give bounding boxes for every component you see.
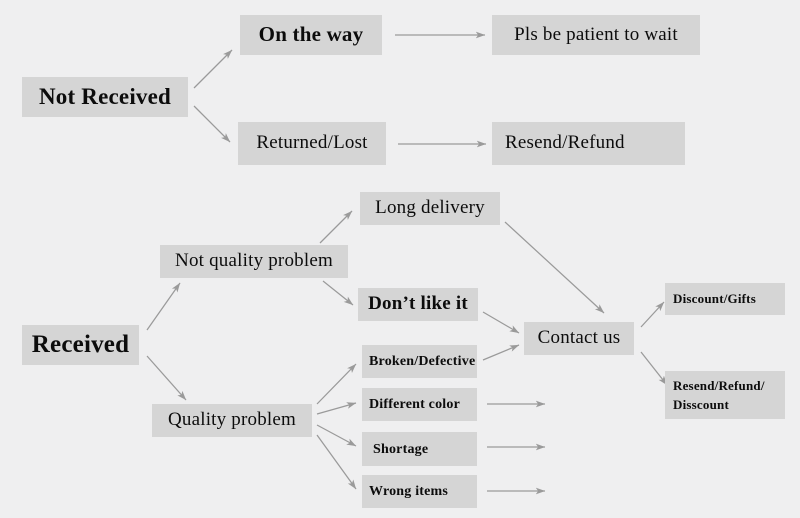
node-not-quality-problem-label: Not quality problem	[175, 250, 333, 272]
arrow-quality-problem-to-different-color	[316, 402, 357, 415]
arrow-long-delivery-to-contact-us	[504, 221, 605, 314]
arrow-quality-problem-to-broken-defective	[316, 363, 357, 405]
node-discount-gifts[interactable]: Discount/Gifts	[665, 283, 785, 315]
node-contact-us[interactable]: Contact us	[524, 322, 634, 355]
node-wrong-items-label: Wrong items	[369, 484, 449, 499]
node-resend-refund-label: Resend/Refund	[505, 132, 625, 154]
node-resend-refund-discount[interactable]: Resend/Refund/ Disscount	[665, 371, 785, 419]
node-not-quality-problem[interactable]: Not quality problem	[160, 245, 348, 278]
node-wrong-items[interactable]: Wrong items	[362, 475, 477, 508]
arrow-quality-problem-to-wrong-items	[316, 434, 357, 490]
node-on-the-way[interactable]: On the way	[240, 15, 382, 55]
arrow-contact-us-to-resend-refund-discount	[640, 351, 668, 386]
node-on-the-way-label: On the way	[258, 22, 364, 47]
arrow-not-quality-problem-to-dont-like-it	[322, 280, 354, 306]
node-received[interactable]: Received	[22, 325, 139, 365]
node-returned-lost-label: Returned/Lost	[256, 132, 368, 154]
arrow-not-received-to-on-the-way	[193, 49, 233, 89]
node-broken-defective[interactable]: Broken/Defective	[362, 345, 477, 378]
node-quality-problem-label: Quality problem	[167, 409, 297, 431]
arrow-not-quality-problem-to-long-delivery	[319, 210, 353, 244]
node-dont-like-it-label: Don’t like it	[368, 293, 468, 315]
arrow-received-to-not-quality-problem	[146, 282, 181, 331]
arrow-broken-defective-to-contact-us	[482, 344, 520, 361]
node-long-delivery-label: Long delivery	[375, 197, 485, 219]
node-quality-problem[interactable]: Quality problem	[152, 404, 312, 437]
node-received-label: Received	[31, 331, 130, 359]
node-different-color[interactable]: Different color	[362, 388, 477, 421]
node-resend-refund-discount-label: Resend/Refund/ Disscount	[673, 377, 765, 413]
arrow-contact-us-to-discount-gifts	[640, 301, 665, 328]
arrow-quality-problem-to-shortage	[316, 424, 357, 447]
arrow-dont-like-it-to-contact-us	[482, 311, 520, 334]
node-returned-lost[interactable]: Returned/Lost	[238, 122, 386, 165]
node-pls-be-patient-to-wait[interactable]: Pls be patient to wait	[492, 15, 700, 55]
node-shortage-label: Shortage	[373, 441, 429, 457]
node-shortage[interactable]: Shortage	[362, 432, 477, 466]
node-contact-us-label: Contact us	[537, 327, 621, 349]
node-not-received-label: Not Received	[38, 83, 172, 109]
node-long-delivery[interactable]: Long delivery	[360, 192, 500, 225]
arrow-received-to-quality-problem	[146, 355, 187, 401]
node-broken-defective-label: Broken/Defective	[369, 354, 476, 369]
node-not-received[interactable]: Not Received	[22, 77, 188, 117]
node-dont-like-it[interactable]: Don’t like it	[358, 288, 478, 321]
node-resend-refund[interactable]: Resend/Refund	[492, 122, 685, 165]
arrow-not-received-to-returned-lost	[193, 105, 231, 143]
node-different-color-label: Different color	[369, 397, 460, 412]
node-pls-be-patient-to-wait-label: Pls be patient to wait	[514, 23, 678, 45]
node-discount-gifts-label: Discount/Gifts	[673, 291, 756, 307]
